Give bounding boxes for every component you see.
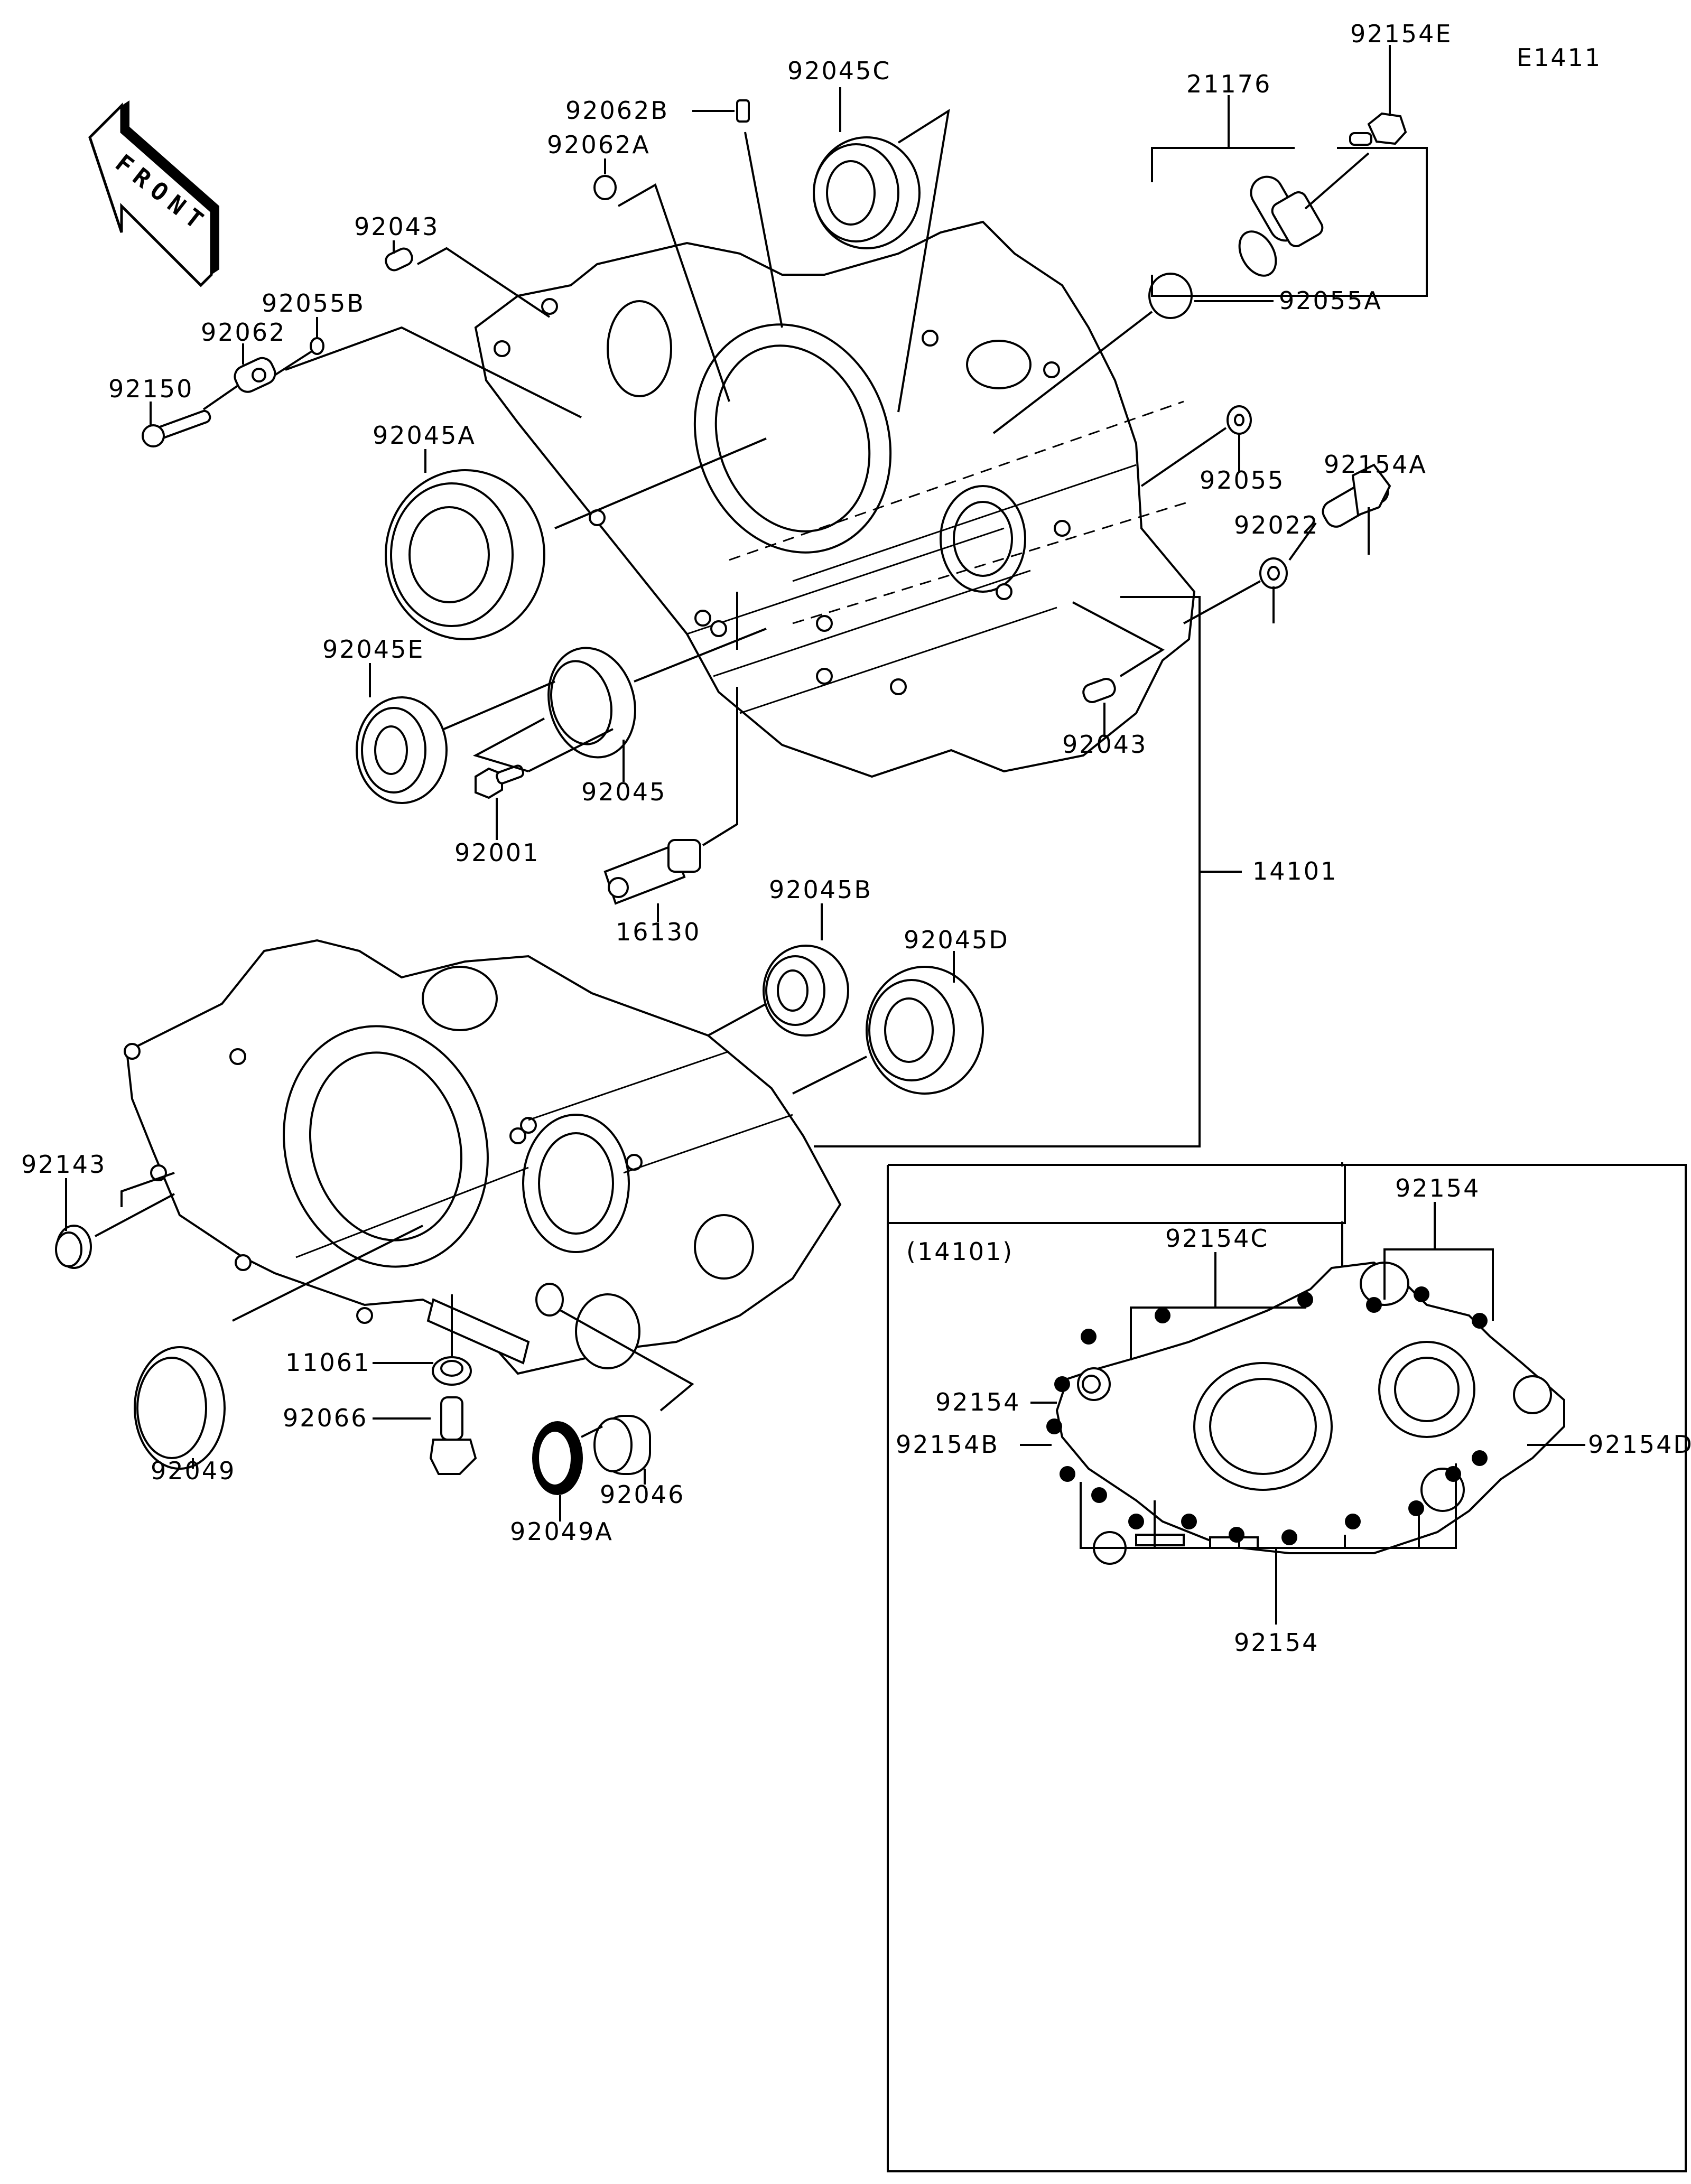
label-92049A[interactable]: 92049A [510,1517,614,1546]
part-92045-seal[interactable] [537,638,647,767]
part-92062B-plug[interactable] [736,99,750,123]
label-92049[interactable]: 92049 [151,1457,236,1485]
label-92045[interactable]: 92045 [581,778,666,806]
part-92062-fitting[interactable] [231,354,278,395]
label-92022[interactable]: 92022 [1234,511,1319,539]
part-92055-washer[interactable] [1227,405,1252,435]
label-92043-mid[interactable]: 92043 [1062,730,1147,759]
part-92062A-plug[interactable] [593,175,617,200]
label-11061[interactable]: 11061 [285,1348,370,1377]
label-92045A[interactable]: 92045A [373,421,476,450]
diagram-code: E1411 [1517,43,1602,72]
label-92154C[interactable]: 92154C [1165,1224,1269,1253]
part-92001-bolt[interactable] [475,764,525,799]
label-92154-inset-bottom[interactable]: 92154 [1234,1628,1319,1657]
lower-crankcase-half [124,939,842,1375]
part-92049A-oil-seal[interactable] [532,1421,583,1495]
label-92045D[interactable]: 92045D [904,926,1009,954]
label-92001[interactable]: 92001 [454,838,540,867]
part-92045E-bearing[interactable] [356,696,448,804]
label-92143[interactable]: 92143 [21,1150,106,1179]
label-92045C[interactable]: 92045C [787,57,891,85]
label-92062[interactable]: 92062 [201,318,286,347]
part-92022-washer[interactable] [1259,557,1288,589]
part-92154E-bolt[interactable] [1349,112,1407,146]
label-92154E[interactable]: 92154E [1350,20,1452,48]
part-21176-sensor[interactable] [1232,171,1325,282]
leader-lines [65,45,1428,1522]
label-92043-top[interactable]: 92043 [354,212,439,241]
label-92062B[interactable]: 92062B [565,96,669,125]
part-92143-collar[interactable] [55,1225,92,1269]
label-92055[interactable]: 92055 [1200,466,1285,494]
label-92150[interactable]: 92150 [108,375,193,403]
label-92045B[interactable]: 92045B [769,875,872,904]
part-92043-dowel-mid[interactable] [1081,677,1117,704]
label-92154-inset-left[interactable]: 92154 [935,1388,1020,1416]
label-92154A[interactable]: 92154A [1324,450,1427,479]
part-92046-needle-bearing[interactable] [593,1415,651,1475]
label-21176[interactable]: 21176 [1186,70,1271,98]
part-92043-dowel-top[interactable] [384,246,415,273]
upper-crankcase-half [474,220,1196,778]
label-92045E[interactable]: 92045E [322,635,424,664]
label-92066[interactable]: 92066 [283,1404,368,1432]
label-92055A[interactable]: 92055A [1279,286,1382,315]
inset-crankcase [1046,1261,1565,1565]
label-16130[interactable]: 16130 [616,918,701,946]
part-92154A-fitting[interactable] [1319,463,1392,530]
front-arrow-icon: FRONT [88,100,219,287]
part-16130-fitting[interactable] [603,839,701,905]
part-92055B-washer[interactable] [310,337,324,355]
label-92046[interactable]: 92046 [600,1480,685,1509]
label-92055B[interactable]: 92055B [262,289,365,318]
part-92066-drain-plug[interactable] [429,1396,477,1475]
label-14101[interactable]: 14101 [1252,857,1337,885]
part-92150-screw[interactable] [142,409,211,447]
part-11061-gasket[interactable] [432,1356,472,1386]
label-92154B[interactable]: 92154B [896,1430,999,1459]
label-92062A[interactable]: 92062A [547,130,651,159]
inset-leader-lines [1020,1202,1585,1625]
label-92154-inset-top[interactable]: 92154 [1395,1174,1480,1202]
part-92045D-bearing[interactable] [866,966,984,1095]
inset-title: (14101) [906,1237,1014,1266]
part-92049-oil-seal[interactable] [134,1346,226,1470]
part-92045A-bearing[interactable] [385,469,545,640]
label-92154D[interactable]: 92154D [1588,1430,1691,1459]
part-labels: 92154E 21176 92045C 92062B 92062A 92043 … [21,20,1691,1657]
part-92045B-bearing[interactable] [763,945,849,1037]
part-92045C-bearing[interactable] [813,136,921,249]
